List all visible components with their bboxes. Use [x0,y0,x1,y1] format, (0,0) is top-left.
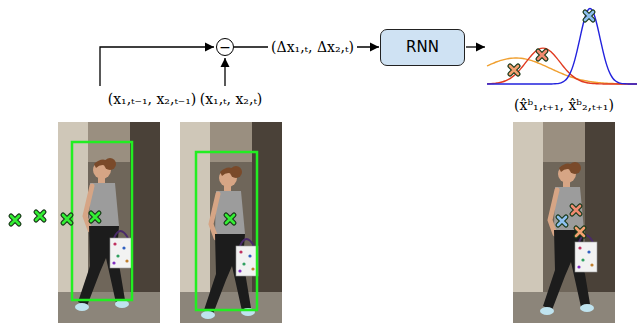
cross-fill [576,228,584,236]
box-label: RNN [406,38,439,56]
cross-outline [510,66,518,74]
cross-outline [576,228,584,236]
coordinate-label: (x̂ᵇ₁,ₜ₊₁, x̂ᵇ₂,ₜ₊₁) [514,97,614,113]
coordinate-label: (x₁,ₜ, x₂,ₜ) [200,91,263,107]
bounding-box [72,142,132,300]
cross-fill [11,216,19,224]
cross-marker [11,216,19,224]
cross-outline [63,215,71,223]
cross-marker [63,215,71,223]
cross-fill [572,206,580,214]
pedestrian-figure [540,162,597,315]
cross-marker [576,228,584,236]
photo-background [58,122,160,323]
cross-outline [226,215,234,223]
cross-marker [585,12,593,20]
cross-fill [36,212,44,220]
cross-fill [510,66,518,74]
point-markers [11,12,593,236]
cross-outline [91,213,99,221]
cross-fill [91,213,99,221]
cross-marker [226,215,234,223]
process-box: RNN [380,29,465,66]
cross-fill [226,215,234,223]
output-arrow [466,46,485,47]
cross-marker [510,66,518,74]
input-line [100,47,214,86]
operator-circle: − [216,38,234,56]
pedestrian-photo [180,122,282,323]
gaussian-curve [487,48,637,84]
cross-outline [558,217,566,225]
cross-outline [11,216,19,224]
cross-marker [572,206,580,214]
pedestrian-figure [201,166,258,319]
cross-fill [63,215,71,223]
cross-fill [538,51,546,59]
gaussian-curve [487,9,637,84]
cross-fill [585,12,593,20]
operator-symbol: − [219,40,231,54]
photo-background [180,122,282,323]
cross-outline [585,12,593,20]
coordinate-label: (x₁,ₜ₋₁, x₂,ₜ₋₁) [108,91,197,107]
cross-marker [91,213,99,221]
distribution-plot [487,9,637,84]
cross-outline [36,212,44,220]
pedestrian-figure [75,158,132,311]
pedestrian-photo [58,122,160,323]
cross-marker [558,217,566,225]
cross-fill [558,217,566,225]
photo-background [513,122,615,323]
cross-outline [538,51,546,59]
cross-marker [538,51,546,59]
pedestrian-photo [513,122,615,323]
cross-outline [572,206,580,214]
edge-label: (Δx₁,ₜ, Δx₂,ₜ) [268,39,357,55]
bounding-box [196,152,257,310]
cross-marker [36,212,44,220]
input-line [224,58,225,86]
